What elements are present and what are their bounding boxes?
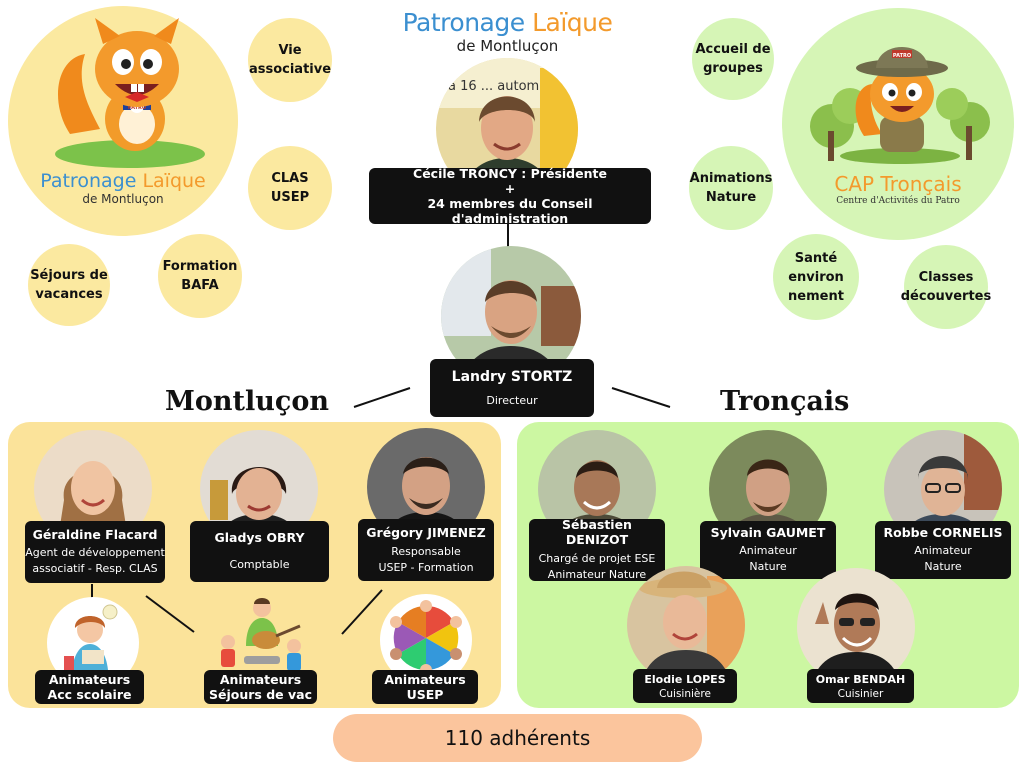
robbe-role: Animateur Nature xyxy=(914,544,972,573)
sebastien-label: Sébastien DENIZOT Chargé de projet ESE A… xyxy=(529,517,665,581)
president-photo-sign: à 16 ... automne xyxy=(448,79,555,94)
sebastien-role: Chargé de projet ESE Animateur Nature xyxy=(538,552,656,581)
bubble-bafa: Formation BAFA xyxy=(158,234,242,318)
squirrel-explorer-icon: PATRO xyxy=(810,47,990,164)
connector-director-branches xyxy=(353,387,671,408)
members-count-pill: 110 adhérents xyxy=(333,714,702,762)
president-plus: + xyxy=(504,181,516,196)
hat-badge-text: PATRO xyxy=(893,53,911,59)
robbe-name: Robbe CORNELIS xyxy=(883,525,1003,540)
geraldine-name: Géraldine Flacard xyxy=(32,527,158,542)
omar-label: Omar BENDAH Cuisinier xyxy=(807,669,914,703)
bubble-sante-label: Santé environ nement xyxy=(788,250,844,304)
left-logo-city: de Montluçon xyxy=(82,192,164,206)
usep-label: Animateurs USEP xyxy=(372,670,478,704)
montlucon-connectors xyxy=(91,584,383,635)
geraldine-label: Géraldine Flacard Agent de développement… xyxy=(25,521,165,583)
bubble-sejours-label: Séjours de vacances xyxy=(30,268,108,302)
kids-circle-icon xyxy=(390,600,462,674)
bubble-vie-associative: Vie associative xyxy=(248,18,332,102)
bubble-classes: Classes découvertes xyxy=(901,245,991,329)
bubble-clas-usep: CLAS USEP xyxy=(248,146,332,230)
kids-guitar-icon xyxy=(221,598,301,671)
acc-scolaire-label: Animateurs Acc scolaire xyxy=(35,670,144,704)
bubble-bafa-label: Formation BAFA xyxy=(162,259,238,293)
usep-name: Animateurs xyxy=(384,672,466,687)
cap-troncais-title: CAP Tronçais xyxy=(834,172,962,196)
left-logo-patronage: Patronage xyxy=(40,170,137,192)
elodie-label: Elodie LOPES Cuisinière xyxy=(633,669,737,703)
president-board: 24 membres du Conseil d'administration xyxy=(427,196,593,226)
sylvain-label: Sylvain GAUMET Animateur Nature xyxy=(700,521,836,579)
gregory-label: Grégory JIMENEZ Responsable USEP - Forma… xyxy=(358,519,494,581)
omar-name: Omar BENDAH xyxy=(815,672,906,686)
brand-city: de Montluçon xyxy=(456,37,559,55)
usep-role: USEP xyxy=(406,687,444,702)
elodie-photo xyxy=(627,566,745,684)
bubble-clas-label: CLAS USEP xyxy=(270,171,310,205)
bubble-accueil-label: Accueil de groupes xyxy=(695,42,771,76)
director-role: Directeur xyxy=(486,394,538,407)
cap-troncais-subtitle: Centre d'Activités du Patro xyxy=(836,196,960,206)
robbe-label: Robbe CORNELIS Animateur Nature xyxy=(875,521,1011,579)
bubble-vie-label: Vie associative xyxy=(248,43,332,77)
cap-troncais-text: CAP Tronçais Centre d'Activités du Patro xyxy=(800,172,996,206)
bubble-animations-label: Animations Nature xyxy=(689,171,773,205)
section-title-montlucon: Montluçon xyxy=(165,386,329,417)
left-logo-text: Patronage Laïque de Montluçon xyxy=(20,170,226,206)
sejours-name: Animateurs xyxy=(219,672,302,687)
gladys-label: Gladys OBRY Comptable xyxy=(190,521,329,582)
president-label: Cécile TRONCY : Présidente + 24 membres … xyxy=(369,166,651,226)
members-count: 110 adhérents xyxy=(444,726,591,750)
bubble-sejours: Séjours de vacances xyxy=(28,244,110,326)
brand-patronage: Patronage xyxy=(402,8,526,37)
left-logo-laique: Laïque xyxy=(142,170,206,192)
director-name: Landry STORTZ xyxy=(451,369,573,385)
bubble-sante: Santé environ nement xyxy=(773,234,859,320)
sejours-role: Séjours de vac xyxy=(209,687,312,702)
gregory-role: Responsable USEP - Formation xyxy=(378,544,474,574)
header-brand: Patronage Laïque de Montluçon xyxy=(380,8,635,55)
elodie-role: Cuisinière xyxy=(659,687,711,700)
acc-scolaire-name: Animateurs xyxy=(48,672,131,687)
omar-role: Cuisinier xyxy=(837,687,884,700)
sebastien-name: Sébastien DENIZOT xyxy=(562,517,632,547)
bubble-accueil: Accueil de groupes xyxy=(692,18,774,100)
sylvain-name: Sylvain GAUMET xyxy=(710,525,826,540)
brand-laique: Laïque xyxy=(532,8,613,37)
squirrel-mascot-icon: PATRO xyxy=(55,18,205,168)
badge-text: PATRO xyxy=(128,105,146,111)
president-name: Cécile TRONCY : Présidente xyxy=(413,166,607,181)
bubble-classes-label: Classes découvertes xyxy=(900,270,992,304)
gregory-name: Grégory JIMENEZ xyxy=(366,524,486,540)
connector-president-director xyxy=(507,224,509,248)
acc-scolaire-role: Acc scolaire xyxy=(47,687,132,702)
sylvain-role: Animateur Nature xyxy=(739,544,797,573)
elodie-name: Elodie LOPES xyxy=(644,672,726,686)
section-title-troncais: Tronçais xyxy=(720,386,850,417)
gladys-role: Comptable xyxy=(229,558,290,571)
gladys-name: Gladys OBRY xyxy=(214,530,305,545)
geraldine-role: Agent de développement associatif - Resp… xyxy=(25,546,165,575)
child-reading-icon xyxy=(64,604,118,670)
director-label: Landry STORTZ Directeur xyxy=(430,359,594,417)
bubble-animations: Animations Nature xyxy=(689,146,773,230)
sejours-label: Animateurs Séjours de vac xyxy=(204,670,317,704)
